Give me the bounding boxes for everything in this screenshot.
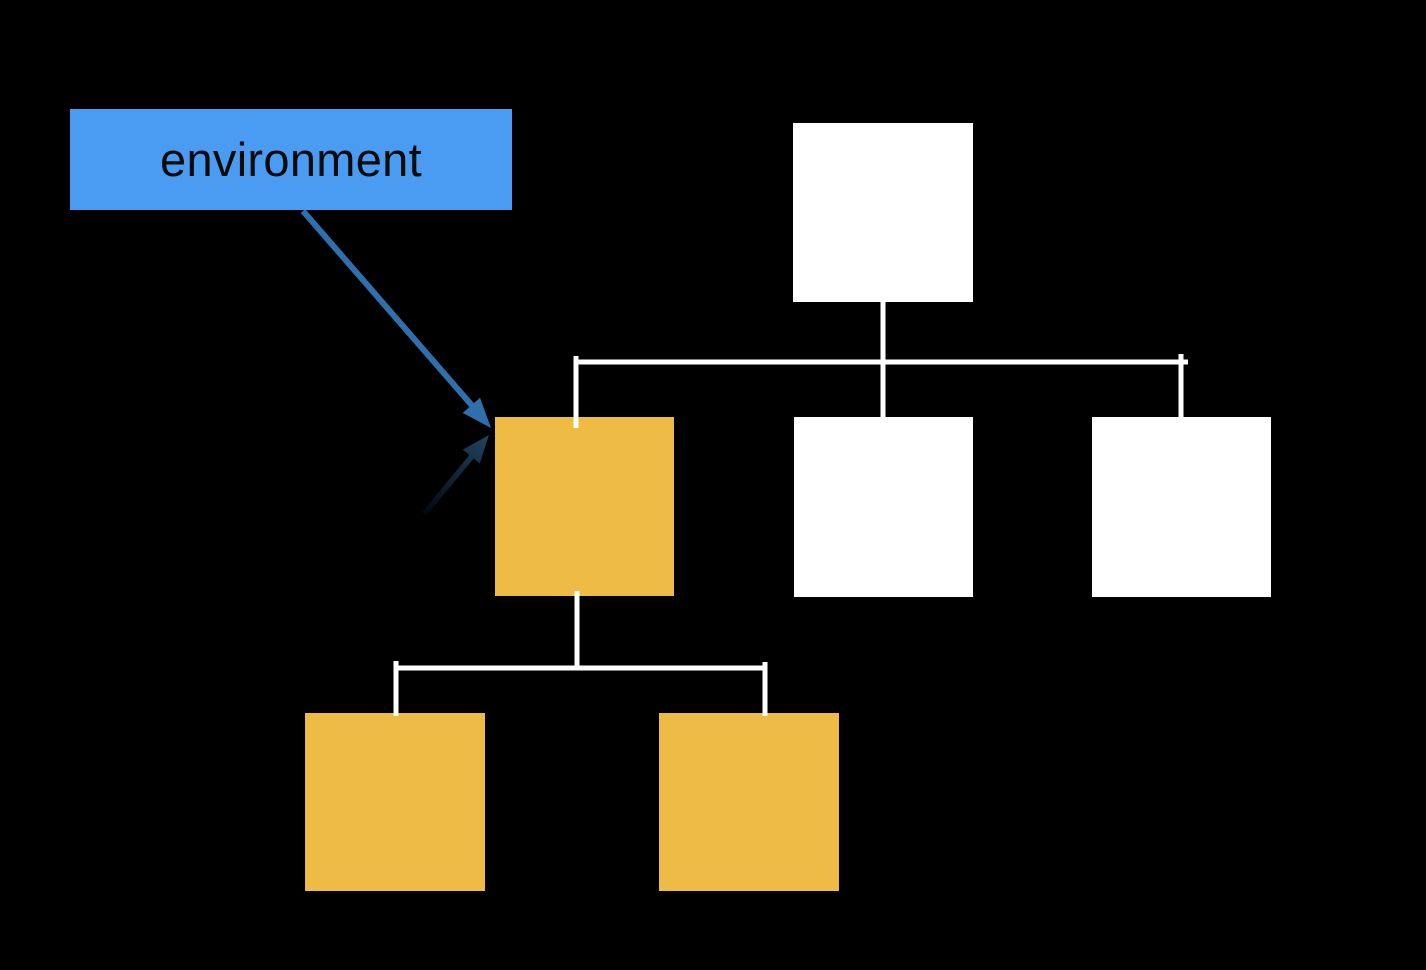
environment-callout: environment	[70, 109, 512, 210]
annotation-arrow-reflection-line	[421, 453, 476, 516]
tree-node-child-left-highlighted	[495, 417, 674, 596]
tree-node-child-center	[794, 417, 973, 597]
tree-node-grandchild-right-highlighted	[659, 713, 839, 891]
annotation-arrow-reflection	[421, 435, 489, 516]
environment-callout-label: environment	[160, 133, 422, 186]
annotation-arrowhead-reflection	[462, 435, 489, 464]
tree-node-child-right	[1092, 417, 1271, 597]
tree-node-grandchild-left-highlighted	[305, 713, 485, 891]
annotation-arrowhead	[462, 397, 491, 428]
annotation-arrow	[300, 209, 491, 428]
annotation-arrow-line	[300, 209, 478, 411]
tree-node-root	[793, 123, 973, 302]
